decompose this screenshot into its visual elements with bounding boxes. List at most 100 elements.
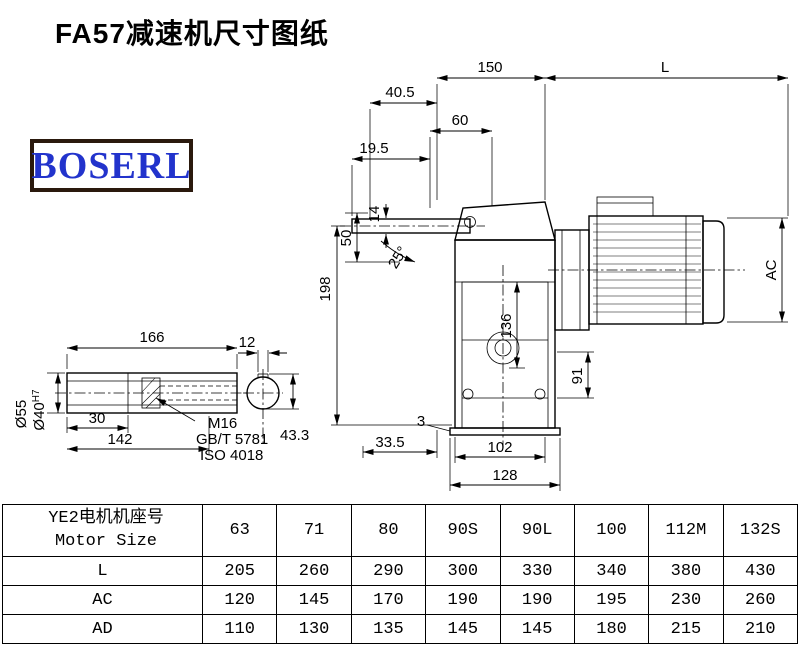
dim-136: 136 xyxy=(498,282,525,369)
page-title: FA57减速机尺寸图纸 xyxy=(55,18,329,49)
dim-198-label: 198 xyxy=(317,276,334,301)
shaft-detail-view xyxy=(55,369,283,447)
dim-198: 198 xyxy=(317,225,452,426)
table-cell: 260 xyxy=(722,585,799,615)
table-cell: 190 xyxy=(425,585,501,615)
dim-102-label: 102 xyxy=(487,439,512,456)
motor-outline xyxy=(554,196,725,331)
row-label-AD: AD xyxy=(2,614,203,644)
dim-12-label: 12 xyxy=(239,334,256,351)
column-header-90l: 90L xyxy=(499,504,575,557)
dim-150: 150 xyxy=(436,59,546,200)
centerlines xyxy=(340,225,745,445)
table-cell: 340 xyxy=(573,556,650,586)
column-header-112m: 112M xyxy=(648,504,724,557)
input-shaft xyxy=(351,218,471,234)
motor-fins xyxy=(593,223,701,313)
dim-40-5: 40.5 xyxy=(369,84,437,217)
base-step xyxy=(449,427,561,436)
dim-91: 91 xyxy=(557,351,594,399)
column-header-63: 63 xyxy=(201,504,278,557)
shaft-body xyxy=(66,372,238,414)
dim-L-label: L xyxy=(661,59,669,76)
row-label-AC: AC xyxy=(2,585,203,615)
main-view xyxy=(340,196,745,445)
dim-50-label: 50 xyxy=(338,230,355,247)
column-header-80: 80 xyxy=(350,504,427,557)
table-row-AD: AD 110 130 135 145 145 180 215 210 xyxy=(2,614,799,644)
dim-128-label: 128 xyxy=(492,467,517,484)
dia40-tolerance: H7 xyxy=(31,389,42,402)
table-cell: 380 xyxy=(648,556,724,586)
flange-bolt-right xyxy=(534,388,546,400)
dim-128: 128 xyxy=(449,438,561,491)
dim-142-label: 142 xyxy=(107,431,132,448)
dim-angle-25: 25° xyxy=(380,240,416,272)
table-cell: 300 xyxy=(425,556,501,586)
note-gbt-label: GB/T 5781 xyxy=(196,431,268,448)
table-row-L: L 205 260 290 300 330 340 380 430 xyxy=(2,556,799,586)
table-cell: 205 xyxy=(201,556,278,586)
table-cell: 120 xyxy=(201,585,278,615)
dim-33-5-label: 33.5 xyxy=(375,434,404,451)
dim-3-label: 3 xyxy=(417,413,425,430)
table-cell: 145 xyxy=(276,585,352,615)
column-header-132s: 132S xyxy=(722,504,799,557)
dim-30: 30 xyxy=(66,410,129,433)
table-cell: 210 xyxy=(722,614,799,644)
dim-136-label: 136 xyxy=(498,313,515,338)
dim-dia55: Ø55 xyxy=(13,372,65,428)
thread-section xyxy=(141,377,161,409)
table-cell: 190 xyxy=(499,585,575,615)
column-header-71: 71 xyxy=(276,504,352,557)
dim-L: L xyxy=(545,59,789,216)
terminal-box xyxy=(596,196,654,217)
dim-AC: AC xyxy=(727,217,788,323)
shaft-outline xyxy=(55,372,248,414)
dim-dia40h7: Ø40H7 xyxy=(31,389,48,431)
gearbox-outline xyxy=(351,201,561,436)
table-cell: 110 xyxy=(201,614,278,644)
table-cell: 290 xyxy=(350,556,427,586)
table-cell: 135 xyxy=(350,614,427,644)
dim-12: 12 xyxy=(238,334,287,372)
dim-166: 166 xyxy=(66,329,238,369)
dim-19-5-label: 19.5 xyxy=(359,140,388,157)
table-cell: 260 xyxy=(276,556,352,586)
table-cell: 145 xyxy=(425,614,501,644)
motor-size-label-cn: YE2电机机座号 xyxy=(48,508,164,528)
table-cell: 430 xyxy=(722,556,799,586)
bore-end-view xyxy=(243,369,283,447)
dim-dia40h7-label: Ø40H7 xyxy=(31,389,48,431)
table-cell: 215 xyxy=(648,614,724,644)
motor-dimension-table: YE2电机机座号 Motor Size 63 71 80 90S 90L 100… xyxy=(2,504,799,644)
dim-60: 60 xyxy=(429,112,493,208)
dim-43-3-label: 43.3 xyxy=(280,427,309,444)
output-flange-face xyxy=(461,281,549,429)
note-m16-label: M16 xyxy=(208,415,237,432)
dim-91-label: 91 xyxy=(569,368,586,385)
table-cell: 180 xyxy=(573,614,650,644)
dim-150-label: 150 xyxy=(477,59,502,76)
top-bolt-hole xyxy=(464,216,476,228)
dim-14-label: 14 xyxy=(366,206,383,223)
hollow-shaft-bore-inner xyxy=(494,339,512,357)
table-cell: 170 xyxy=(350,585,427,615)
technical-drawing: 150 L 40.5 60 19.5 xyxy=(13,59,789,491)
dim-30-label: 30 xyxy=(89,410,106,427)
dim-40-5-label: 40.5 xyxy=(385,84,414,101)
dim-166-label: 166 xyxy=(139,329,164,346)
table-cell: 145 xyxy=(499,614,575,644)
column-header-100: 100 xyxy=(573,504,650,557)
table-cell: 230 xyxy=(648,585,724,615)
column-header-90s: 90S xyxy=(425,504,501,557)
fan-cowl xyxy=(702,220,725,324)
motor-size-header-cell: YE2电机机座号 Motor Size xyxy=(2,504,203,557)
bolt-note: M16 GB/T 5781 ISO 4018 xyxy=(155,397,268,464)
table-cell: 195 xyxy=(573,585,650,615)
table-row-AC: AC 120 145 170 190 190 195 230 260 xyxy=(2,585,799,615)
dim-142: 142 xyxy=(67,416,210,454)
dim-dia55-label: Ø55 xyxy=(13,400,30,428)
dim-3: 3 xyxy=(417,413,451,432)
